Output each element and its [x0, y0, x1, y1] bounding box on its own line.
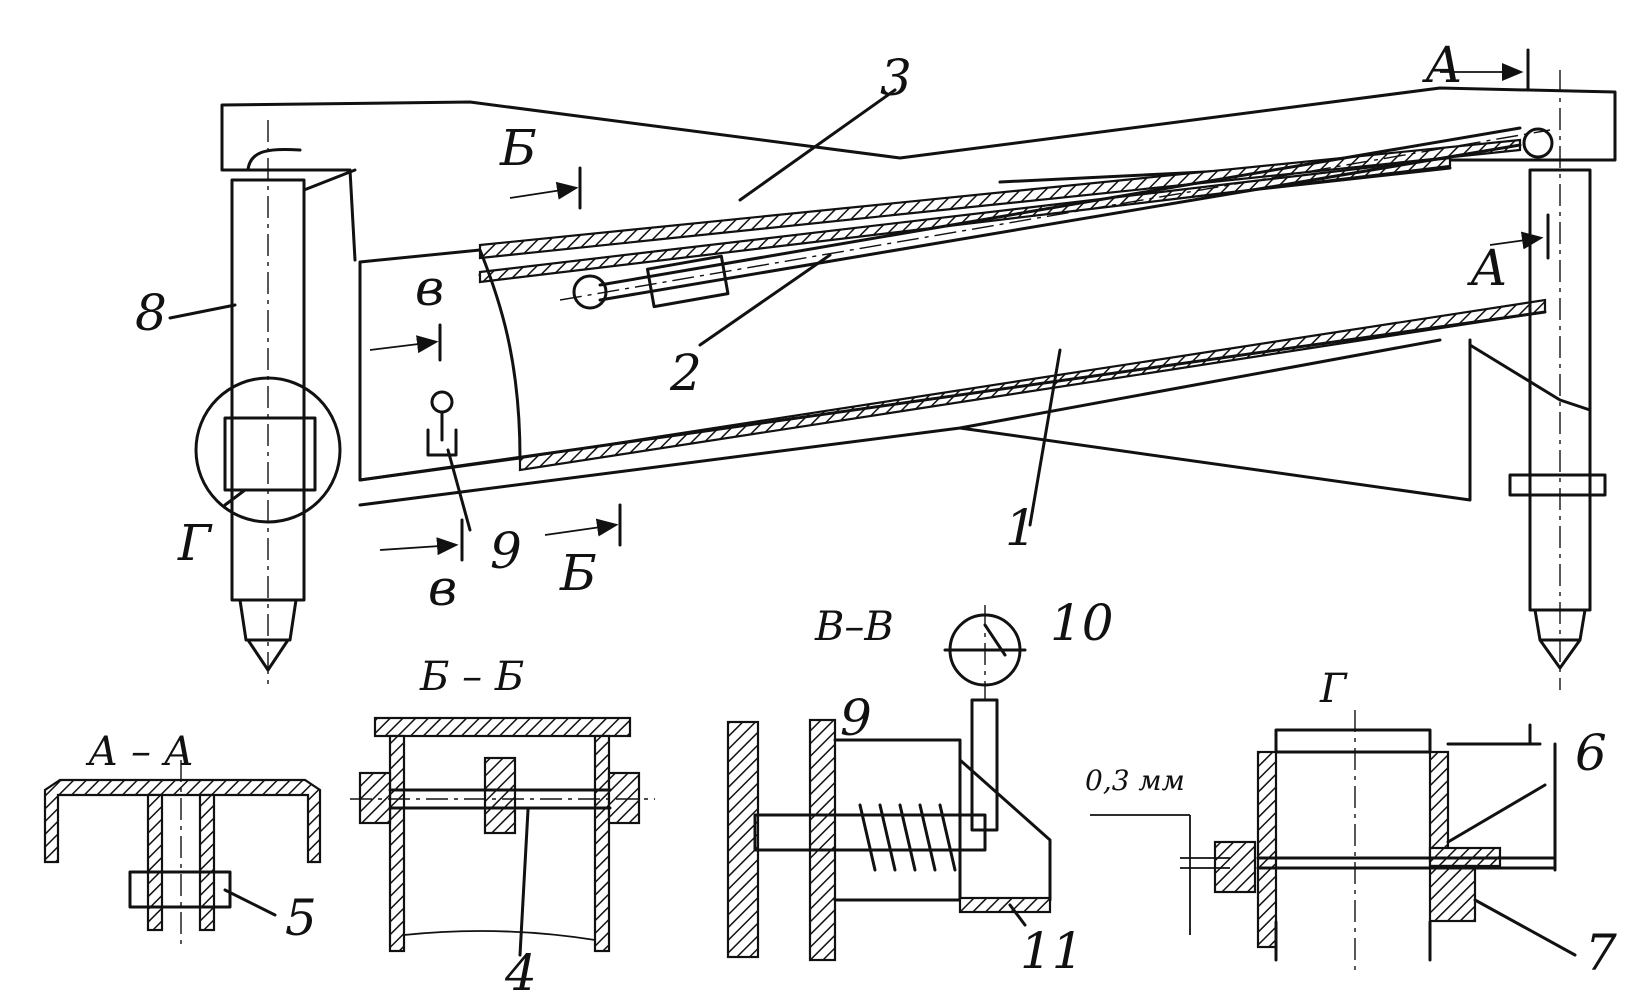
label-7: 7 [1585, 924, 1617, 982]
label-3: 3 [880, 49, 912, 107]
main-view [194, 70, 1617, 690]
section-g-title: Г [1319, 666, 1348, 712]
label-6: 6 [1575, 724, 1607, 782]
section-g: Г 0,3 мм 6 7 [1085, 666, 1617, 982]
coupling [645, 254, 730, 309]
section-bb: Б – Б 4 [350, 654, 655, 999]
handle-knob [430, 390, 454, 414]
leader-lines [168, 88, 1062, 657]
shaft-axis [559, 129, 1551, 301]
label-2: 2 [669, 344, 702, 402]
section-aa-title: А – А [85, 729, 194, 775]
section-vv: В–В 10 9 11 [726, 594, 1114, 980]
cut-b-bottom: Б [559, 544, 597, 602]
cut-a-bottom: А [1467, 239, 1508, 297]
cut-v-top: в [415, 259, 444, 317]
right-column [1468, 70, 1607, 690]
cut-g-label: Г [177, 514, 213, 572]
upper-trough-wall [478, 138, 1522, 260]
section-bb-title: Б – Б [419, 654, 524, 700]
left-column-8 [230, 120, 357, 690]
label-9-main: 9 [490, 522, 522, 580]
label-1: 1 [1005, 499, 1037, 557]
handle-9 [426, 410, 458, 457]
clamp-ring [223, 416, 317, 492]
bearing-left [572, 274, 608, 310]
cut-marks [369, 48, 1550, 562]
left-end-plate [358, 248, 522, 482]
label-11: 11 [1020, 922, 1084, 980]
detail-circle-g [194, 376, 342, 524]
label-8: 8 [135, 284, 167, 342]
label-5: 5 [285, 889, 317, 947]
upper-inner-wall [478, 156, 1452, 284]
section-vv-title: В–В [814, 604, 894, 650]
main-labels: 1 2 3 8 9 А А Б Б в в Г [135, 36, 1508, 617]
lower-trough-outline [358, 310, 1547, 507]
section-aa: А – А 5 [43, 729, 322, 947]
cut-b-top: Б [499, 119, 537, 177]
cut-v-bottom: в [428, 559, 457, 617]
gap-dimension: 0,3 мм [1085, 764, 1185, 797]
cut-a-top: А [1422, 36, 1463, 94]
shaft-2 [598, 126, 1522, 302]
label-9-section: 9 [840, 689, 872, 747]
label-4: 4 [504, 944, 537, 999]
bearing-right [1522, 127, 1554, 159]
label-10: 10 [1050, 594, 1114, 652]
